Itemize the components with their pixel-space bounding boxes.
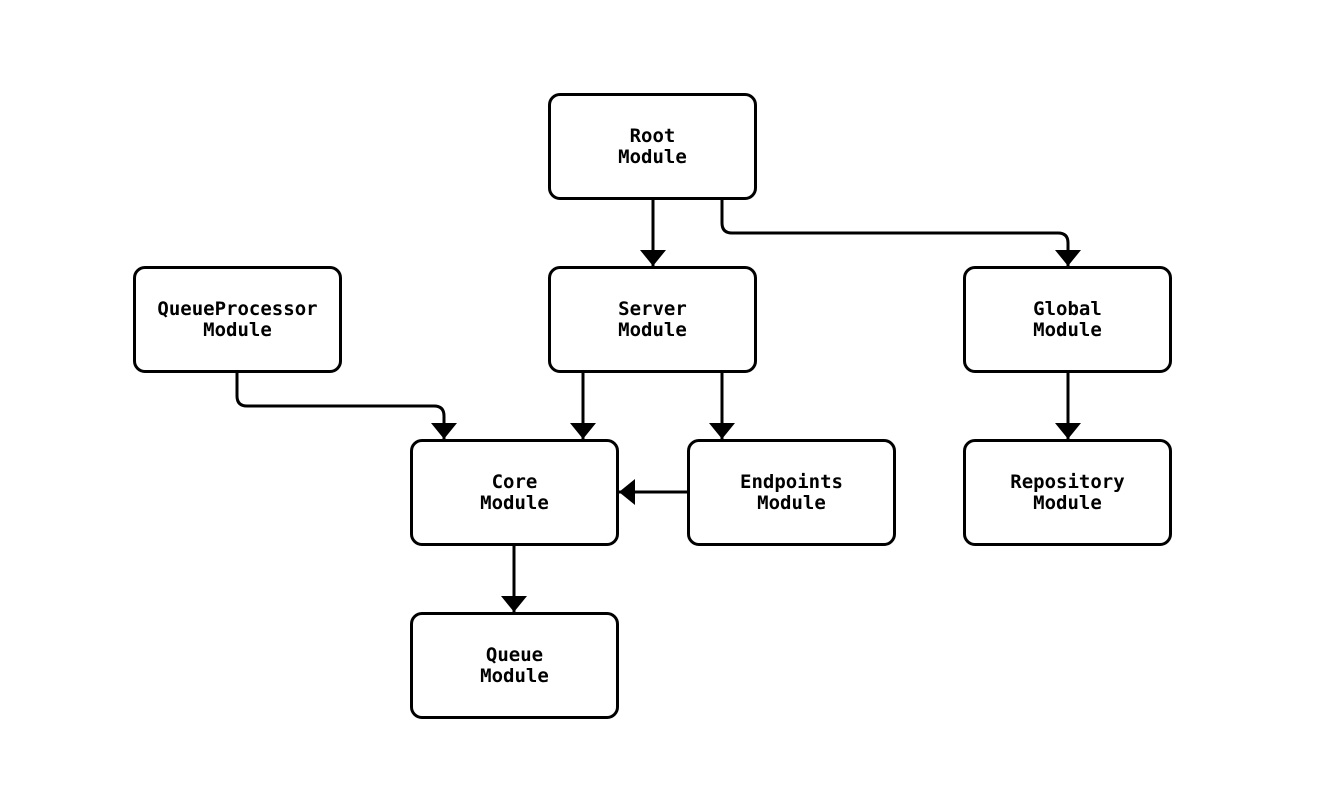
node-core-module: Core Module [410, 439, 619, 546]
edge-root-module-to-global-module [720, 198, 1081, 266]
node-server-module: Server Module [548, 266, 757, 373]
node-global-module: Global Module [963, 266, 1172, 373]
node-repository-module: Repository Module [963, 439, 1172, 546]
node-queueprocessor-module: QueueProcessor Module [133, 266, 342, 373]
node-endpoints-module: Endpoints Module [687, 439, 896, 546]
node-root-module: Root Module [548, 93, 757, 200]
edge-queueprocessor-module-to-core-module [235, 373, 457, 439]
node-queue-module: Queue Module [410, 612, 619, 719]
